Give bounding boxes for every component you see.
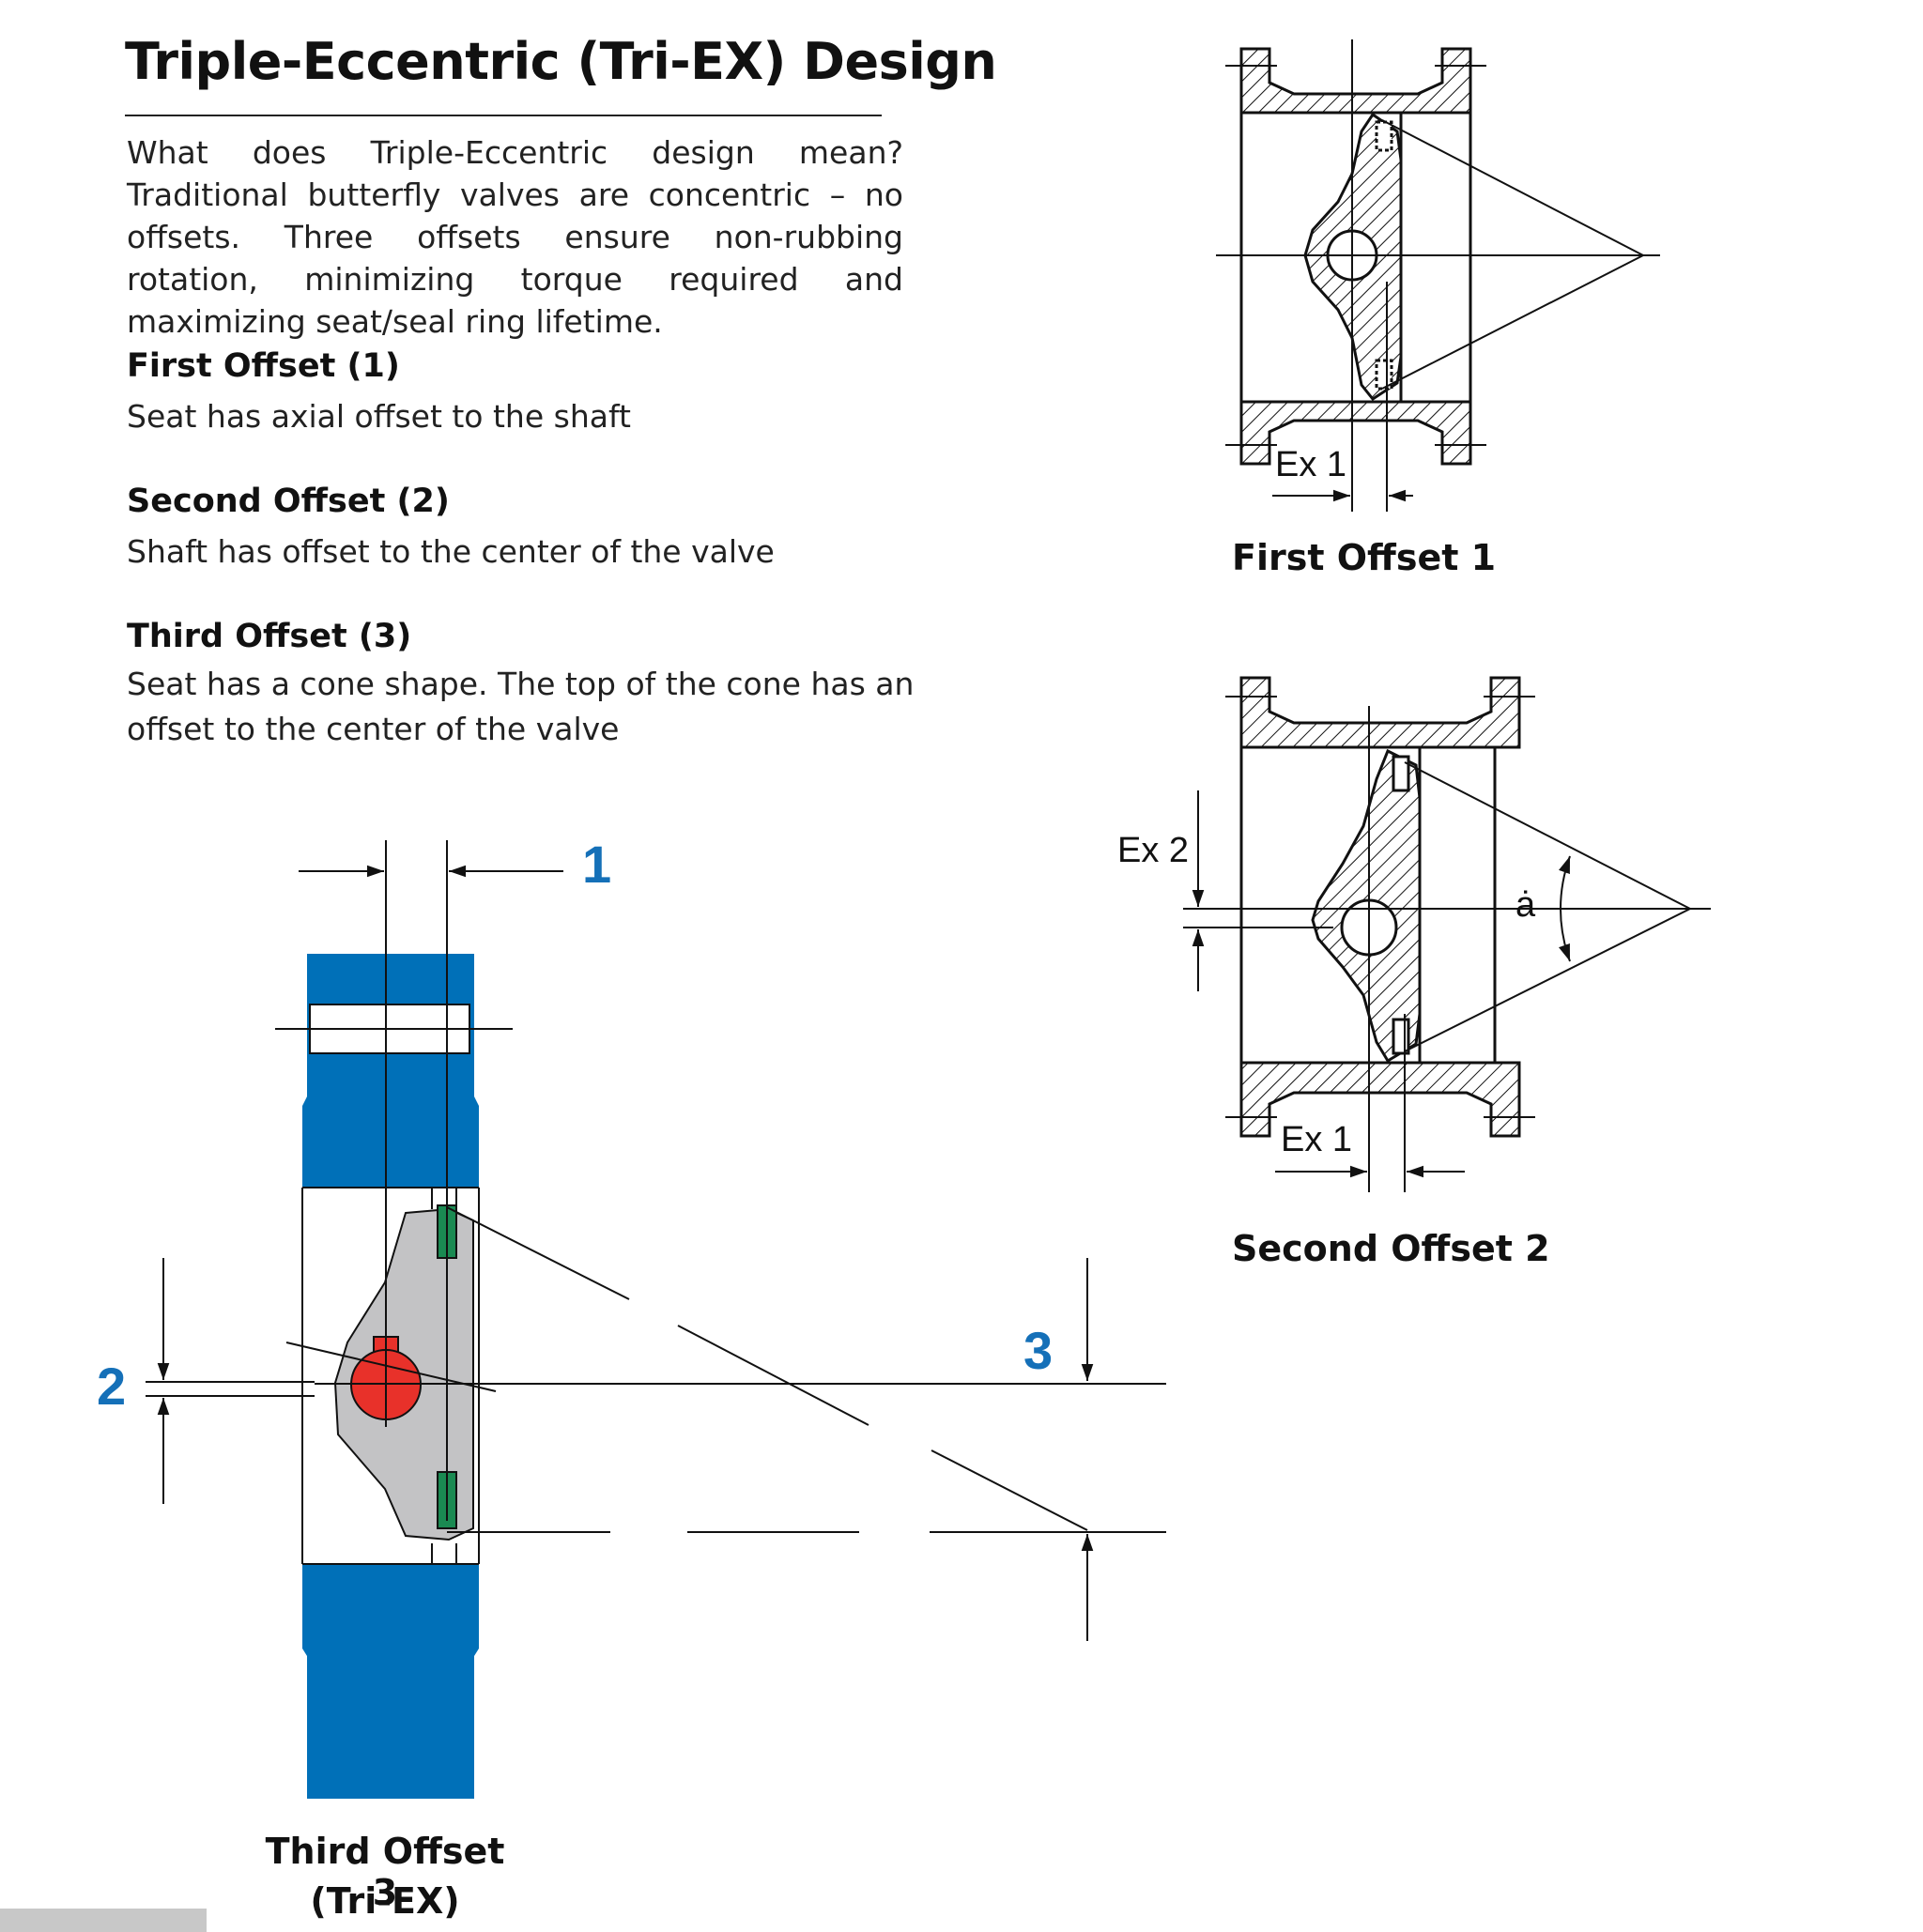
second-bottom-body [1239,1061,1521,1138]
third-offset-text-line1: Seat has a cone shape. The top of the co… [127,666,915,702]
second-offset-heading: Second Offset (2) [127,483,450,520]
title-divider [125,115,882,116]
marker-3: 3 [1023,1321,1053,1380]
third-offset-heading: Third Offset (3) [127,618,412,655]
intro-paragraph: What does Triple-Eccentric design mean? … [127,134,903,340]
third-offset-text-line2: offset to the center of the valve [127,711,620,747]
second-offset-caption: Second Offset 2 [1232,1228,1550,1269]
first-offset-diagram [1216,39,1660,512]
page-title: Triple-Eccentric (Tri-EX) Design [125,32,997,91]
third-offset-caption-line2: (Tri-EX) [310,1880,460,1922]
third-offset-caption-line1: Third Offset 3 [265,1831,505,1913]
first-ex1-label: Ex 1 [1275,445,1346,484]
first-bottom-body [1239,400,1472,466]
marker-2: 2 [97,1357,126,1416]
second-offset-text: Shaft has offset to the center of the va… [127,533,775,570]
second-ex2-label: Ex 2 [1117,831,1189,870]
marker-1: 1 [582,835,611,894]
third-offset-diagram [146,840,1166,1799]
second-angle-label: ȧ [1515,885,1536,925]
first-top-body [1239,47,1472,115]
valve-body-upper [302,954,479,1188]
first-offset-heading: First Offset (1) [127,347,400,385]
second-ex1-label: Ex 1 [1281,1120,1352,1159]
first-offset-text: Seat has axial offset to the shaft [127,398,631,435]
second-top-body [1239,676,1521,749]
valve-body-lower [302,1564,479,1799]
first-offset-caption: First Offset 1 [1232,537,1497,578]
page-corner-tab [0,1909,207,1932]
second-offset-diagram [1183,676,1711,1192]
